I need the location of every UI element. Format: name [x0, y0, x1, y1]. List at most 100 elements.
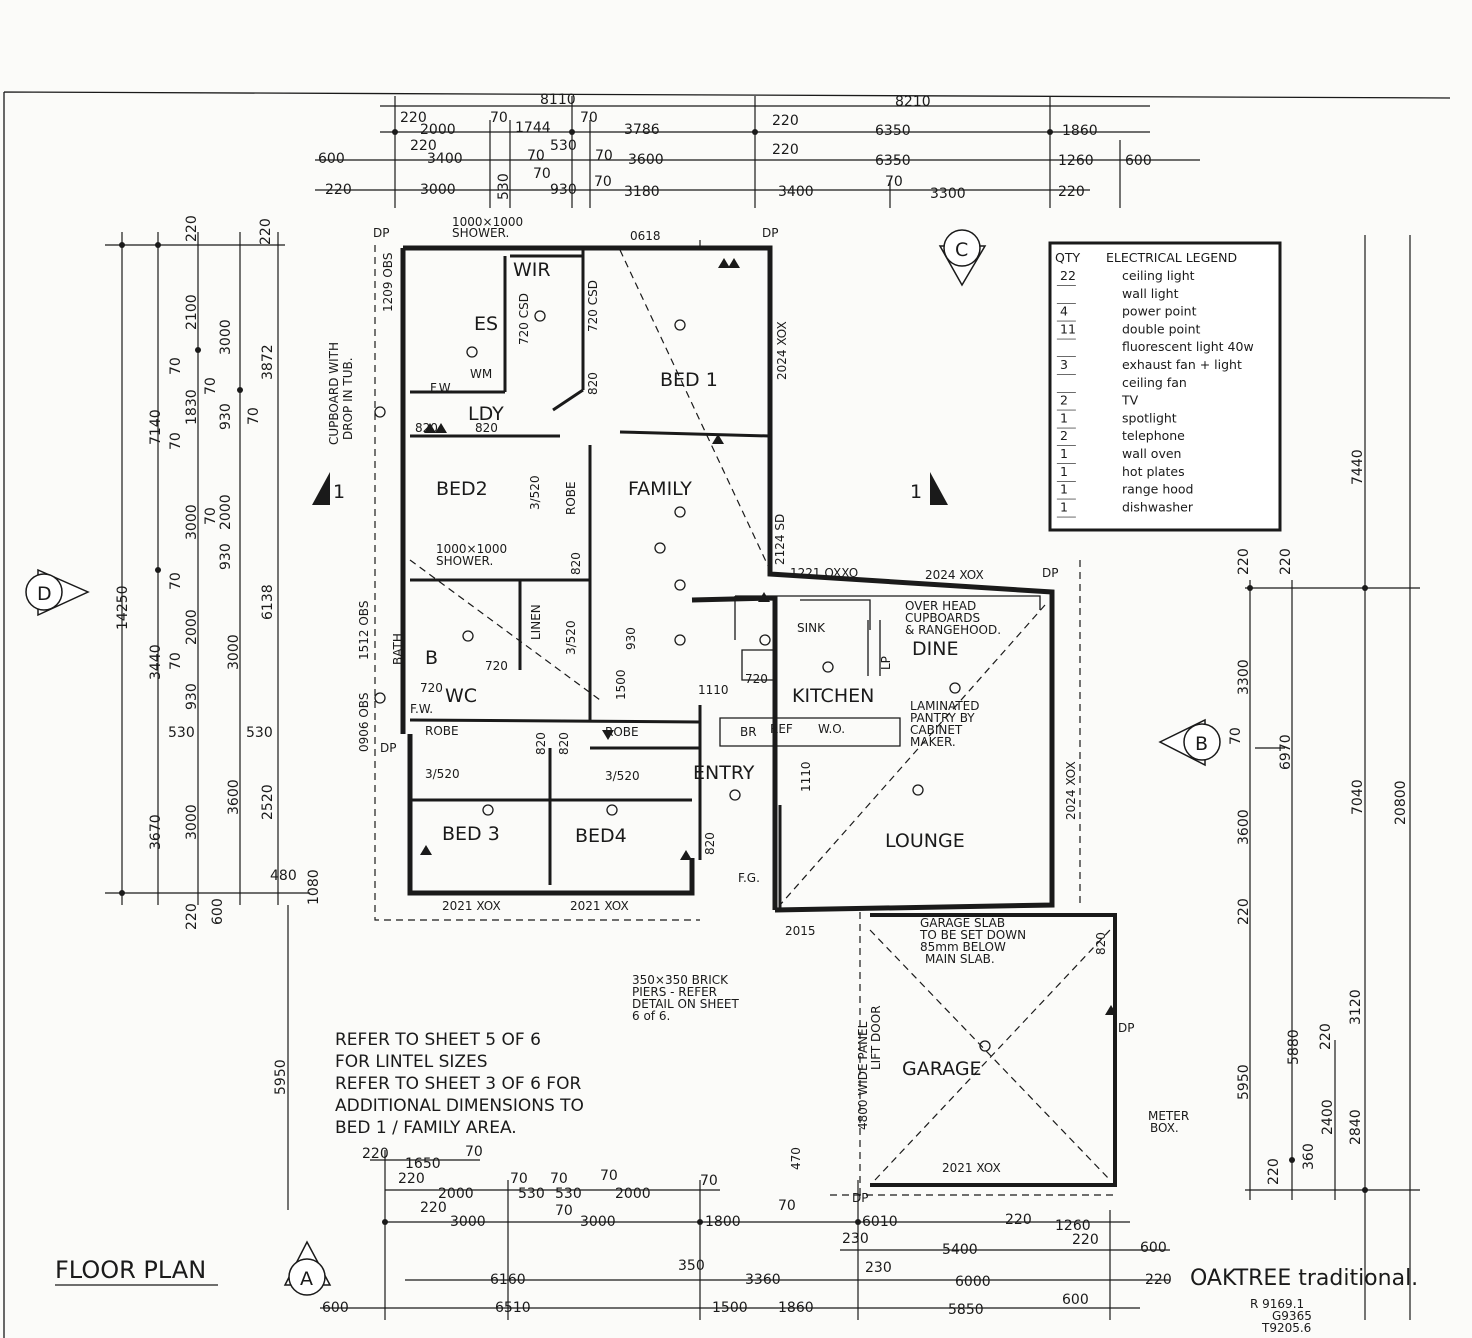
dim-text: 70 — [510, 1171, 528, 1187]
dim-text: 3360 — [745, 1272, 781, 1288]
door-label: 3/520 — [425, 767, 460, 781]
dim-text: 930 — [184, 683, 200, 710]
ceiling-lights — [374, 310, 991, 1052]
window-label: 720 CSD — [517, 293, 531, 345]
dp-label: DP — [373, 226, 389, 240]
dim-text: 2520 — [260, 784, 276, 820]
legend-title: ELECTRICAL LEGEND — [1106, 250, 1237, 265]
note-shower-1: 1000×1000 — [452, 215, 523, 229]
note-pantry: LAMINATED — [910, 699, 979, 713]
dim-text: 600 — [322, 1300, 349, 1316]
dim-text: 7440 — [1350, 449, 1366, 485]
legend-qty: 1 — [1060, 482, 1068, 497]
fixture-label: ROBE — [425, 724, 459, 738]
dim-text: 6160 — [490, 1272, 526, 1288]
dim-text: 3300 — [1236, 659, 1252, 695]
elevation-marker-d: D — [25, 568, 90, 617]
fixture-label: ROBE — [605, 725, 639, 739]
dim-text: 220 — [325, 182, 352, 198]
svg-text:1: 1 — [333, 481, 345, 503]
dim-text: 70 — [168, 652, 184, 670]
legend-qty: 1 — [1060, 464, 1068, 479]
left-dimensions: 14250 7140 3440 3670 5950 220 2100 70 18… — [115, 215, 322, 1095]
room-label-lounge: LOUNGE — [885, 830, 965, 852]
dim-text: 8210 — [895, 94, 931, 110]
dim-text: 1650 — [405, 1156, 441, 1172]
legend-qty-line: ___ — [1056, 396, 1077, 411]
legend-qty-line: ___ — [1056, 449, 1077, 464]
room-label-bed2: BED2 — [436, 478, 488, 500]
dim-text: 70 — [595, 148, 613, 164]
svg-text:A: A — [300, 1268, 313, 1290]
legend-qty: 2 — [1060, 393, 1068, 408]
dim-text: 3120 — [1348, 989, 1364, 1025]
dim-text: 5950 — [1236, 1064, 1252, 1100]
dim-text: 1260 — [1058, 153, 1094, 169]
svg-text:C: C — [955, 239, 968, 261]
dim-text: 5950 — [273, 1059, 289, 1095]
legend-qty: 1 — [1060, 499, 1068, 514]
dim-text: 70 — [533, 166, 551, 182]
dim-text: 6510 — [495, 1300, 531, 1316]
dim-text: 480 — [270, 868, 297, 884]
room-label-garage: GARAGE — [902, 1058, 982, 1080]
room-labels: WIR ES LDY BED 1 BED2 FAMILY B WC KITCHE… — [425, 259, 982, 1080]
note-garage-slab: 85mm BELOW — [920, 940, 1006, 954]
legend-item: exhaust fan + light — [1122, 357, 1242, 372]
note-pantry: PANTRY BY — [910, 711, 975, 725]
dim-text: 6350 — [875, 123, 911, 139]
dim-text: 1260 — [1055, 1218, 1091, 1234]
svg-text:D: D — [37, 583, 52, 605]
legend-item: range hood — [1122, 482, 1193, 497]
dim-text: 530 — [168, 725, 195, 741]
refer-note-line: REFER TO SHEET 3 OF 6 FOR — [335, 1074, 581, 1094]
window-label: 0618 — [630, 229, 661, 243]
note-cupboard: DROP IN TUB. — [341, 357, 355, 440]
legend-qty: 11 — [1060, 321, 1076, 336]
dim-text: 3000 — [226, 634, 242, 670]
dim-text: 70 — [778, 1198, 796, 1214]
dim-text: 70 — [203, 377, 219, 395]
svg-text:1: 1 — [910, 481, 922, 503]
dim-text: 530 — [555, 1186, 582, 1202]
window-label: 0906 OBS — [357, 693, 371, 752]
legend-item: ceiling light — [1122, 268, 1195, 283]
refer-note-line: FOR LINTEL SIZES — [335, 1052, 488, 1072]
legend-item: spotlight — [1122, 410, 1177, 425]
legend-qty: 4 — [1060, 304, 1068, 319]
dp-label: DP — [380, 741, 396, 755]
dim-text: 1800 — [705, 1214, 741, 1230]
window-label: 1221 OXXO — [790, 566, 858, 580]
dim-text: 220 — [1318, 1023, 1334, 1050]
dim-text: 2000 — [420, 122, 456, 138]
dim-text: 70 — [203, 507, 219, 525]
dim-text: 70 — [550, 1171, 568, 1187]
window-label: 2021 XOX — [570, 899, 629, 913]
note-piers: DETAIL ON SHEET — [632, 997, 740, 1011]
revision-code: R 9169.1 — [1250, 1297, 1304, 1311]
dim-text: 2400 — [1320, 1099, 1336, 1135]
dim-text: 930 — [550, 182, 577, 198]
dim-text: 220 — [1145, 1272, 1172, 1288]
fixture-label: F.W. — [410, 702, 433, 716]
legend-item: telephone — [1122, 428, 1185, 443]
dim-text: 70 — [490, 110, 508, 126]
door-label: 470 — [789, 1147, 803, 1170]
door-label: 720 — [420, 681, 443, 695]
note-piers: PIERS - REFER — [632, 985, 717, 999]
dim-text: 600 — [318, 151, 345, 167]
right-dimensions: 20800 7440 7040 220 220 3300 70 6970 360… — [1228, 449, 1409, 1185]
legend-qty-line: ___ — [1056, 467, 1077, 482]
legend-qty-header: QTY — [1055, 250, 1080, 265]
legend-qty-line: ___ — [1056, 324, 1077, 339]
walls — [374, 240, 1117, 1196]
dp-label: DP — [1042, 566, 1058, 580]
refer-note-line: ADDITIONAL DIMENSIONS TO — [335, 1096, 584, 1116]
door-label: 1110 — [698, 683, 729, 697]
dim-text: 3600 — [226, 779, 242, 815]
dim-text: 220 — [1278, 548, 1294, 575]
dim-text: 930 — [218, 403, 234, 430]
dim-text: 220 — [398, 1171, 425, 1187]
bottom-dimensions: 220 1650 70 220 2000 70 70 530 530 70 20… — [322, 1144, 1172, 1318]
